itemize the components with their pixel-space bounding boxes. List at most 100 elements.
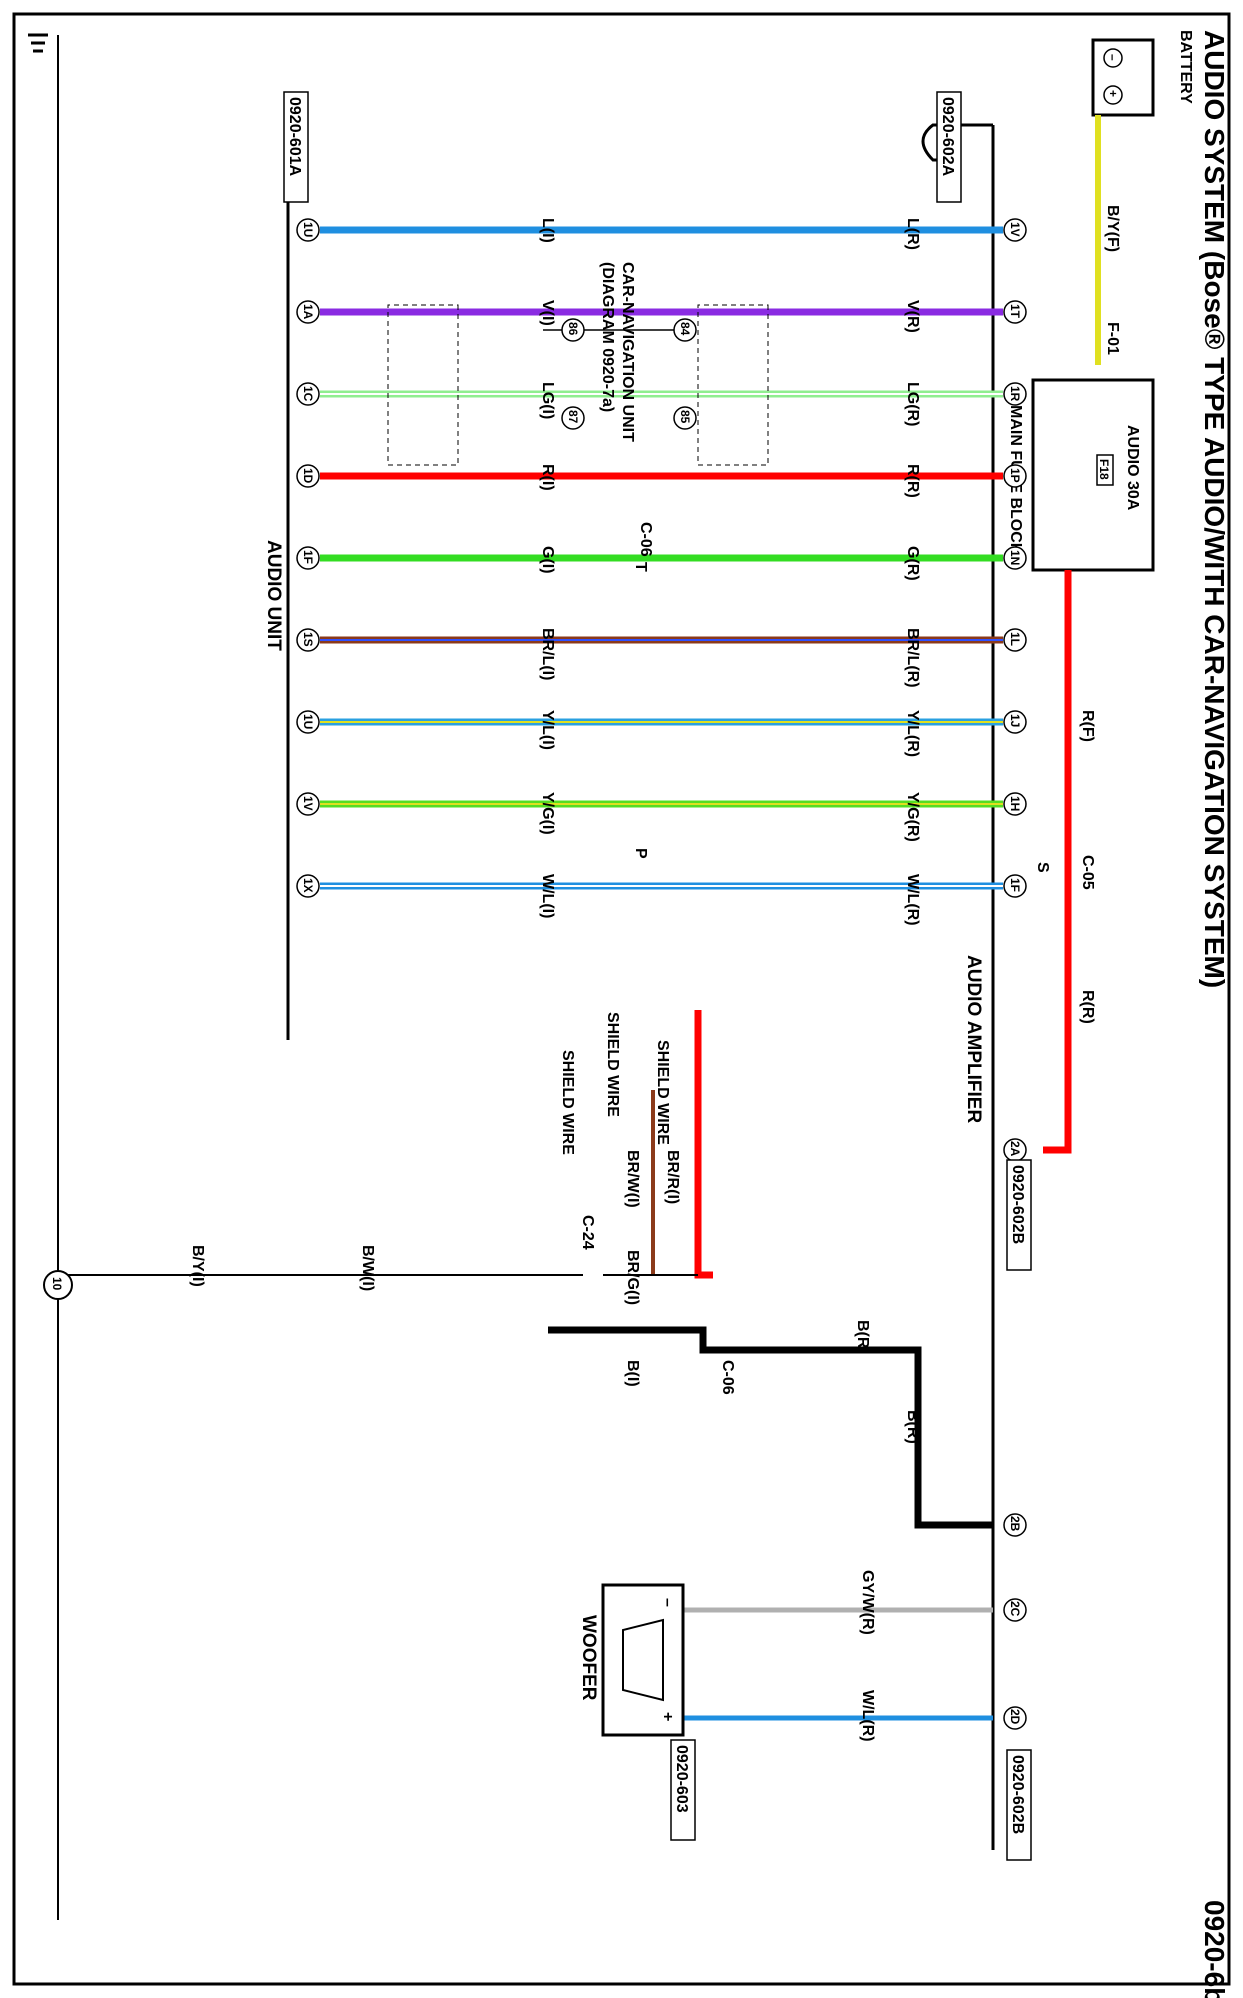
marker-s: S — [1034, 862, 1051, 873]
wire-brr-i — [694, 1010, 713, 1279]
amp-pin — [1003, 464, 1027, 488]
signal-line-BR/L(I): 1L 1S BR/L(R) BR/L(I) — [296, 628, 1027, 688]
audio-amplifier-label: AUDIO AMPLIFIER — [963, 955, 984, 1123]
label-by-f: B/Y(F) — [1104, 205, 1121, 252]
amp-pin — [1003, 628, 1027, 652]
signal-line-LG(I): 1R 1C LG(R) LG(I) — [296, 382, 1027, 426]
amp-pin-label: 1P — [1008, 468, 1022, 483]
amp-pin — [1003, 792, 1027, 816]
connector-601a-box — [283, 91, 309, 203]
amp-pin — [1003, 710, 1027, 734]
label-wl-r: W/L(R) — [859, 1690, 876, 1742]
unit-pin-label: 1U — [301, 222, 315, 237]
woofer-label: WOOFER — [578, 1615, 599, 1701]
unit-pin — [296, 792, 320, 816]
nav-unit-label: CAR-NAVIGATION UNIT — [619, 262, 636, 442]
signal-label-right: Y/L(R) — [904, 710, 921, 757]
nav-pin-87 — [561, 406, 585, 430]
unit-pin-label: 1V — [301, 796, 315, 811]
amplifier-housing-start — [921, 123, 993, 162]
unit-pin — [296, 464, 320, 488]
connector-603: 0920-603 — [673, 1745, 690, 1813]
amp-pin-label: 1L — [1008, 632, 1022, 646]
woofer-speaker-icon — [622, 1618, 664, 1702]
svg-text:10: 10 — [50, 1277, 64, 1291]
unit-pin-label: 1D — [301, 468, 315, 484]
shield-label-2: SHIELD WIRE — [559, 1050, 576, 1155]
shield-label-1: SHIELD WIRE — [604, 1012, 621, 1117]
svg-text:86: 86 — [566, 322, 580, 336]
signal-label-left: L(I) — [539, 218, 556, 243]
signal-label-left: Y/G(I) — [539, 792, 556, 835]
svg-text:84: 84 — [678, 322, 692, 336]
signal-label-right: LG(R) — [904, 382, 921, 426]
unit-pin — [296, 218, 320, 242]
connector-602b-bottom-box — [1006, 1749, 1032, 1861]
signal-label-left: BR/L(I) — [539, 628, 556, 680]
connector-c24: C-24 — [579, 1215, 596, 1250]
svg-text:–: – — [1106, 54, 1120, 61]
signal-label-left: G(I) — [539, 546, 556, 574]
amp-pin — [1003, 874, 1027, 898]
amp-pin-label: 1F — [1008, 878, 1022, 892]
amp-pin-label: 1T — [1008, 304, 1022, 319]
amp-pin-label: 1V — [1008, 222, 1022, 237]
connector-602b-top: 0920-602B — [1009, 1165, 1026, 1244]
battery-symbol: – + — [1091, 38, 1155, 117]
connector-c06-top: C-06 — [637, 522, 654, 557]
amp-pin — [1003, 382, 1027, 406]
amp-pin-2b — [1003, 1513, 1027, 1537]
unit-pin-label: 1F — [301, 550, 315, 564]
battery-label: BATTERY — [1177, 30, 1194, 104]
connector-602a: 0920-602A — [939, 97, 956, 177]
unit-pin-label: 1C — [301, 386, 315, 402]
signal-label-left: V(I) — [539, 300, 556, 326]
connector-602b-bottom: 0920-602B — [1009, 1755, 1026, 1834]
unit-pin — [296, 546, 320, 570]
signal-label-right: BR/L(R) — [904, 628, 921, 688]
diagram-border — [12, 12, 1231, 1986]
signal-label-left: LG(I) — [539, 382, 556, 419]
rotated-schematic: AUDIO SYSTEM (Bose® TYPE AUDIO/WITH CAR-… — [28, 30, 1230, 1998]
unit-pin-label: 1S — [301, 632, 315, 647]
main-fuse-block — [1031, 378, 1155, 572]
nav-pin-84 — [673, 318, 697, 342]
label-r-r: R(R) — [1079, 990, 1096, 1024]
unit-pin — [296, 300, 320, 324]
signal-label-right: G(R) — [904, 546, 921, 581]
svg-text:87: 87 — [566, 410, 580, 424]
signal-label-right: R(R) — [904, 464, 921, 498]
woofer-plus: + — [659, 1712, 676, 1721]
svg-text:2A: 2A — [1008, 1141, 1022, 1157]
unit-pin — [296, 710, 320, 734]
label-b-r2: B(R) — [904, 1410, 921, 1444]
connector-601a: 0920-601A — [286, 97, 303, 177]
amp-pin-2d — [1003, 1706, 1027, 1730]
amp-pin-label: 1R — [1008, 386, 1022, 402]
fuse-id-box — [1096, 454, 1114, 486]
marker-p: P — [632, 848, 649, 859]
label-by-i: B/Y(I) — [189, 1245, 206, 1287]
nav-pin-85 — [673, 406, 697, 430]
amp-pin-2c — [1003, 1598, 1027, 1622]
unit-pin-label: 1A — [301, 304, 315, 320]
amp-pin-label: 1H — [1008, 796, 1022, 811]
ground-ref-10 — [43, 1270, 73, 1300]
label-brr-i: BR/R(I) — [664, 1150, 681, 1204]
amp-pin-label: 1J — [1008, 714, 1022, 727]
page-code: 0920-6b — [1199, 1900, 1230, 1998]
connector-c05: C-05 — [1079, 855, 1096, 890]
amp-pin — [1003, 218, 1027, 242]
svg-text:+: + — [1106, 90, 1120, 97]
label-gyw-r: GY/W(R) — [859, 1570, 876, 1635]
nav-pin-86 — [561, 318, 585, 342]
fuse-rating: AUDIO 30A — [1124, 425, 1141, 511]
ground-symbol — [28, 33, 59, 70]
label-b-i: B(I) — [624, 1360, 641, 1387]
